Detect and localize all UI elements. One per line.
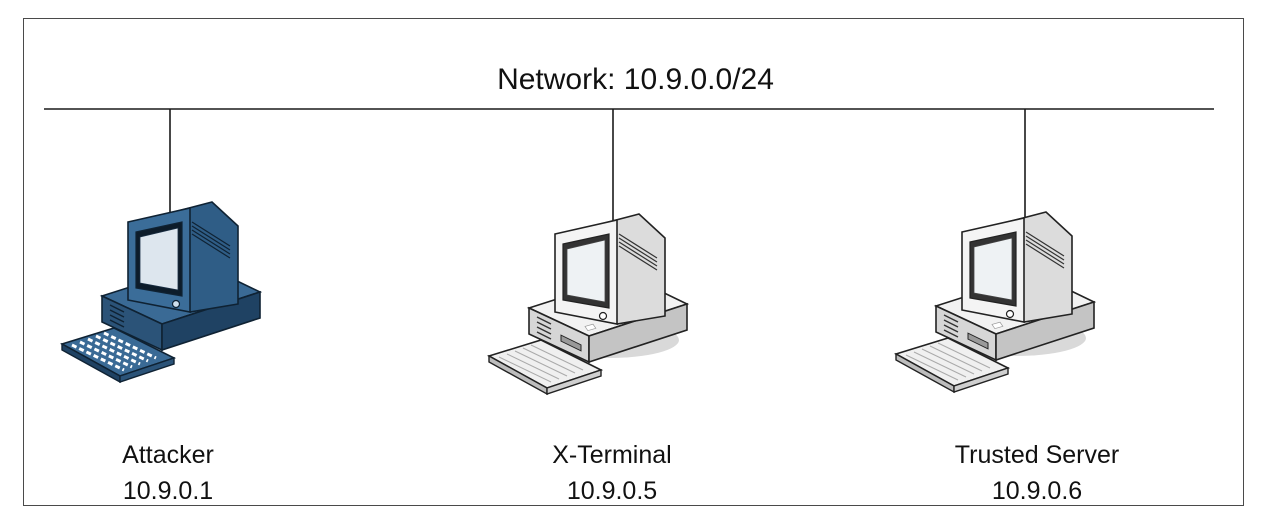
host-name-attacker: Attacker [122,441,214,469]
desktop-computer-icon [488,213,688,395]
network-title: Network: 10.9.0.0/24 [497,63,774,96]
desktop-computer-icon [895,211,1095,393]
host-ip-attacker: 10.9.0.1 [122,477,214,505]
desktop-computer-icon [60,200,262,384]
host-ip-x-terminal: 10.9.0.5 [566,477,658,505]
host-ip-trusted-server: 10.9.0.6 [991,477,1083,505]
host-name-x-terminal: X-Terminal [552,441,672,469]
host-name-trusted-server: Trusted Server [954,441,1120,469]
